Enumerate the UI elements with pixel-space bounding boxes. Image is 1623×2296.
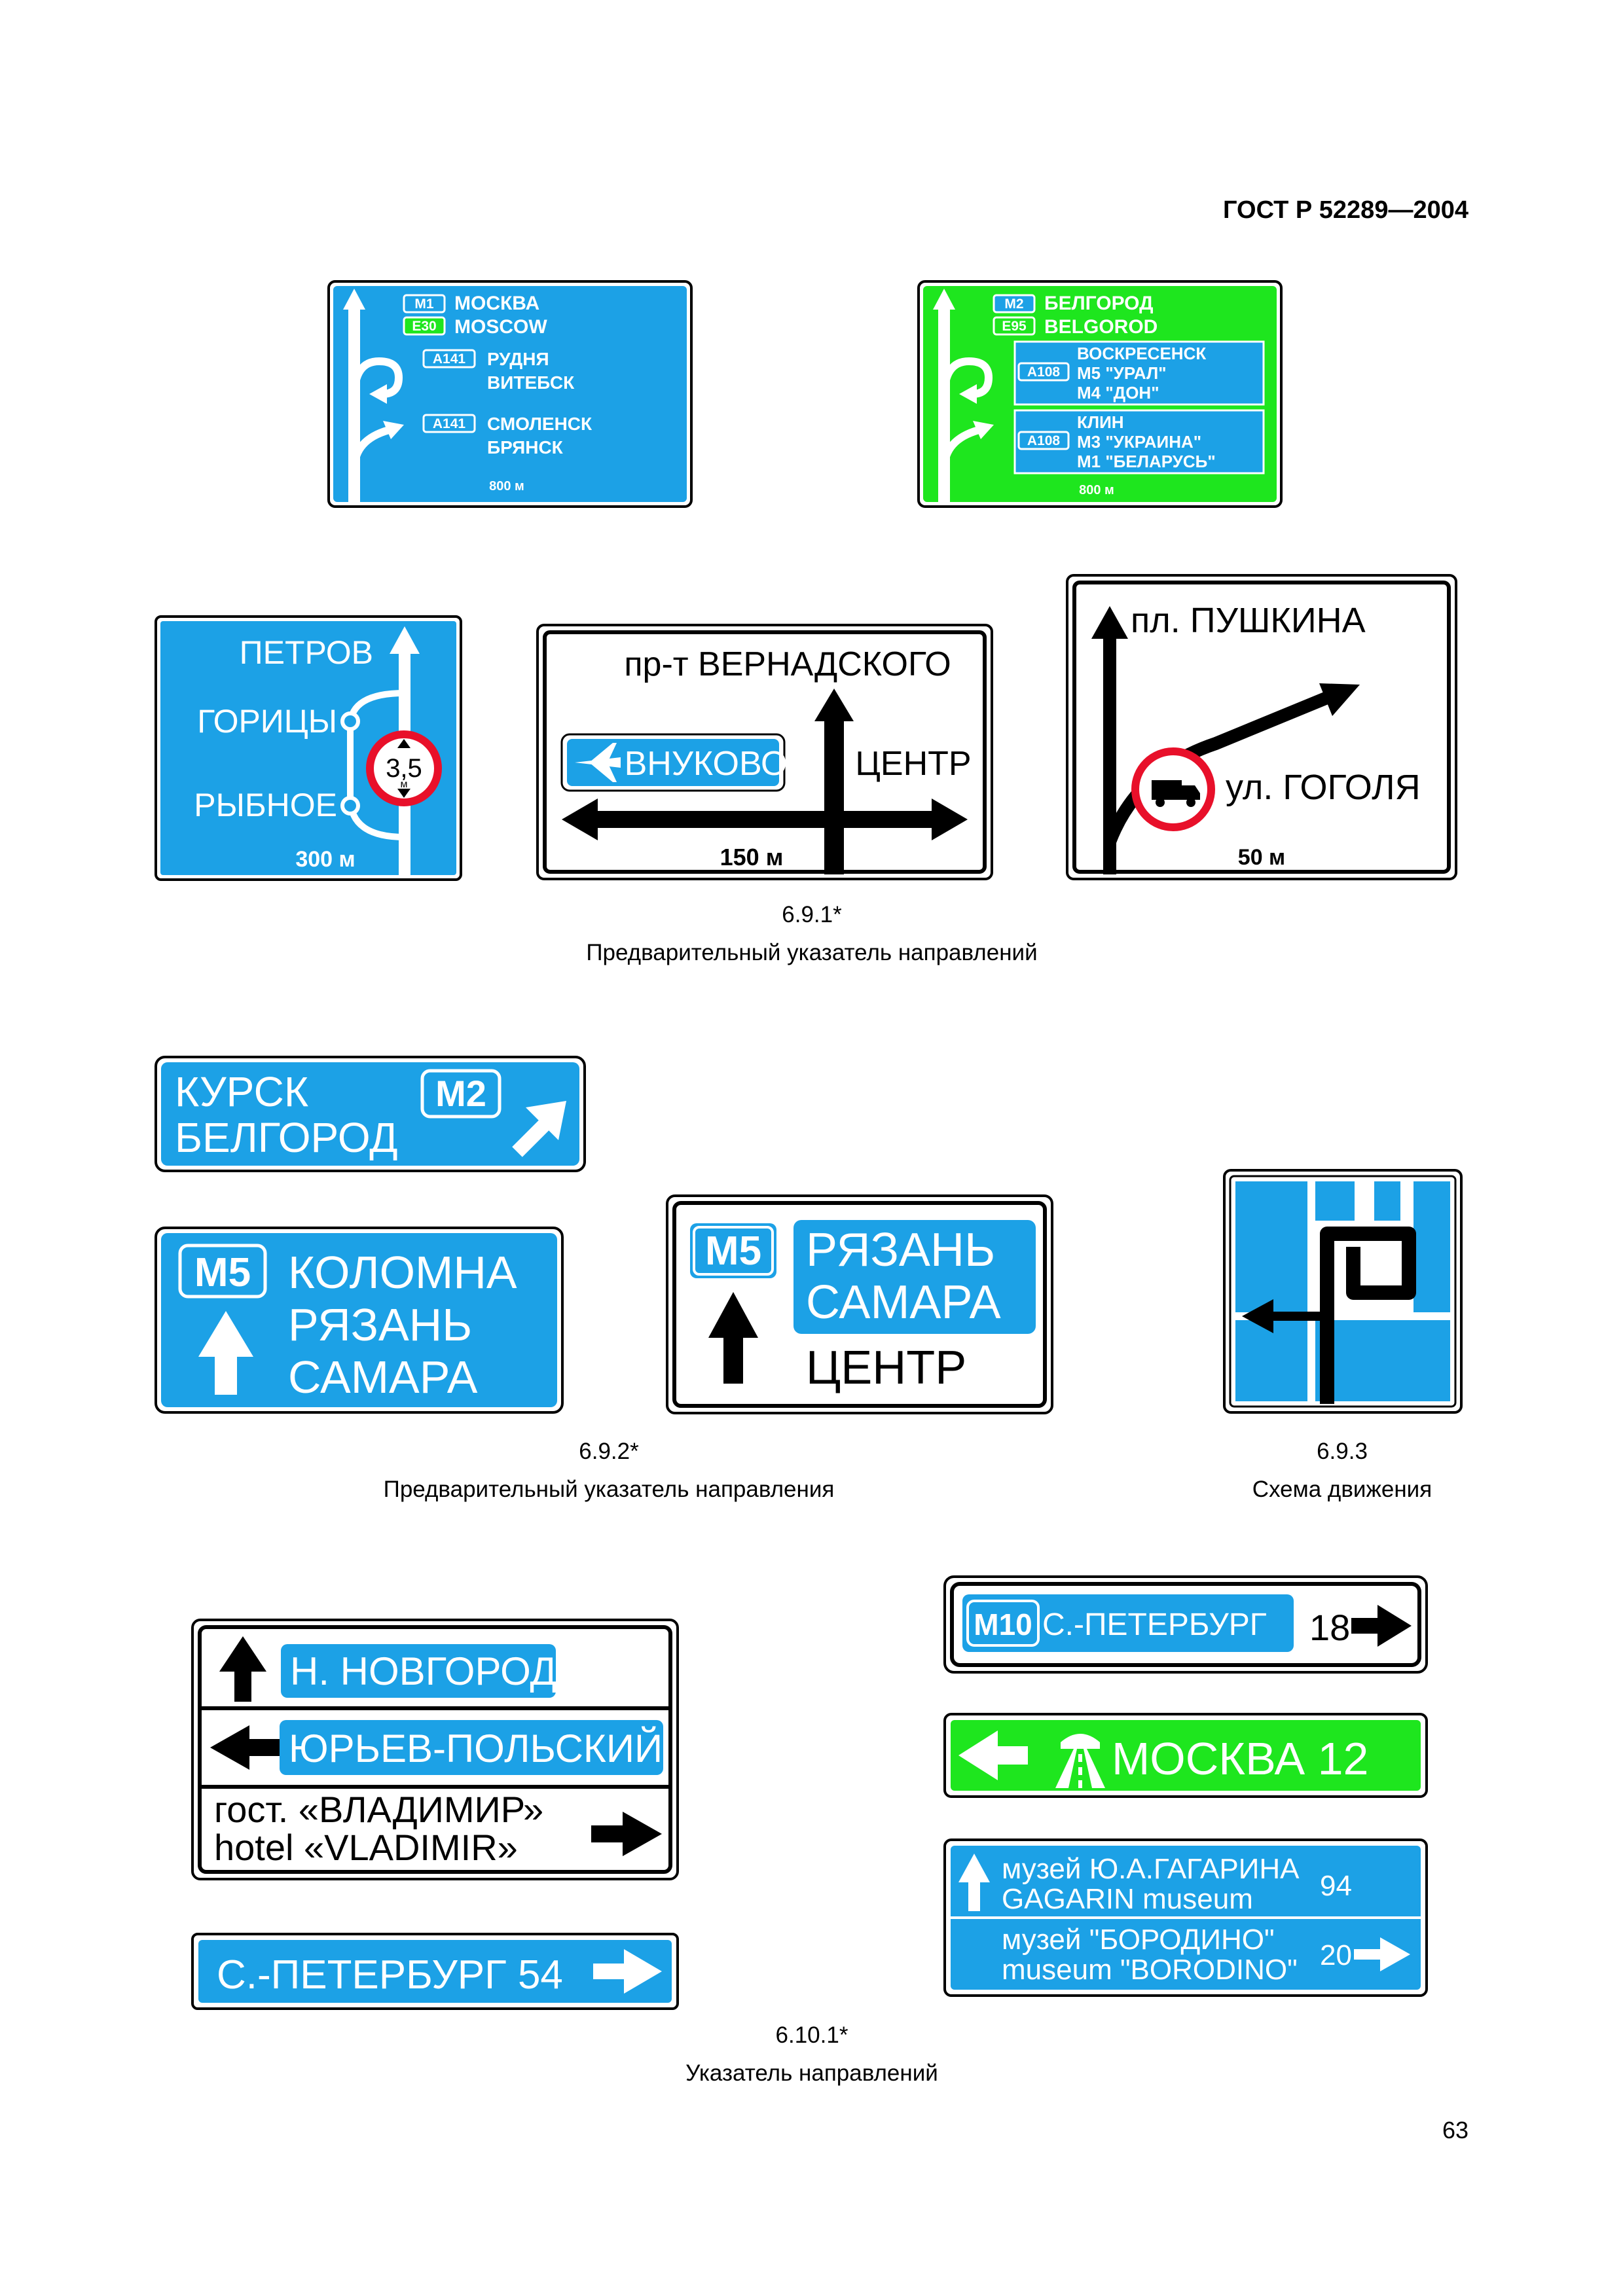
dest-vitebsk: ВИТЕБСК <box>487 372 575 393</box>
sign-6-10-1-e: музей Ю.А.ГАГАРИНА GAGARIN museum 94 муз… <box>943 1838 1429 1998</box>
sign-6-9-2-a: КУРСК БЕЛГОРОД М2 <box>154 1055 587 1173</box>
sign-6-9-1-d: пр-т ВЕРНАДСКОГО ВНУКОВО ЦЕНТР 150 м <box>536 623 994 881</box>
street-vernadskogo: пр-т ВЕРНАДСКОГО <box>624 645 951 683</box>
caption-6-9-2-number: 6.9.2* <box>579 1439 639 1464</box>
page-number: 63 <box>1442 2117 1468 2144</box>
dest-ryazan: РЯЗАНЬ <box>288 1299 472 1350</box>
dest-petrov: ПЕТРОВ <box>240 634 373 671</box>
dest-rybnoe: РЫБНОЕ <box>194 787 337 823</box>
dest-pushkina: пл. ПУШКИНА <box>1131 601 1366 640</box>
dest-belgorod-en: BELGOROD <box>1044 316 1158 338</box>
route-plate-m2: М2 <box>1004 296 1023 312</box>
sign-6-9-1-c: 3,5 м ПЕТРОВ ГОРИЦЫ РЫБНОЕ 300 м <box>154 615 463 882</box>
dest-vnukovo: ВНУКОВО <box>625 745 788 783</box>
dest-klin: КЛИН <box>1077 412 1124 432</box>
sign-6-10-1-c: М10 С.-ПЕТЕРБУРГ 18 <box>943 1575 1429 1674</box>
sign-6-9-2-c: М5 РЯЗАНЬ САМАРА ЦЕНТР <box>665 1194 1054 1415</box>
caption-6-9-3-title: Схема движения <box>1252 1477 1432 1502</box>
dest-tsentr: ЦЕНТР <box>855 745 971 783</box>
route-plate-a141: А141 <box>433 351 466 367</box>
caption-6-9-3-number: 6.9.3 <box>1317 1439 1368 1464</box>
dest-bryansk: БРЯНСК <box>487 437 564 457</box>
caption-6-9-2-title: Предварительный указатель направления <box>383 1477 835 1502</box>
museum-borodino-ru: музей "БОРОДИНО" <box>1002 1924 1275 1956</box>
dest-n-novgorod: Н. НОВГОРОД <box>290 1649 556 1693</box>
dest-ryazan: РЯЗАНЬ <box>806 1224 995 1276</box>
height-limit-value: 3,5 <box>386 754 422 783</box>
route-plate-a108-2: А108 <box>1027 433 1061 448</box>
height-limit-unit: м <box>401 779 408 790</box>
distance: 300 м <box>295 847 355 872</box>
route-plate-m10: М10 <box>974 1607 1032 1641</box>
dest-samara: САМАРА <box>288 1352 478 1403</box>
sign-6-9-2-b: М5 КОЛОМНА РЯЗАНЬ САМАРА <box>154 1226 564 1414</box>
dest-moscow-ru: МОСКВА <box>454 293 539 314</box>
standard-header: ГОСТ Р 52289—2004 <box>1223 196 1468 224</box>
distance-18: 18 <box>1309 1607 1350 1648</box>
caption-6-9-1-title: Предварительный указатель направлений <box>586 940 1038 965</box>
dest-rudnya: РУДНЯ <box>487 349 549 369</box>
dest-goritsy: ГОРИЦЫ <box>197 703 337 740</box>
dest-belgorod: БЕЛГОРОД <box>175 1114 398 1161</box>
sign-6-9-1-e: пл. ПУШКИНА ул. ГОГОЛЯ 50 м <box>1065 573 1458 881</box>
dest-moscow-en: MOSCOW <box>454 316 547 338</box>
sign-6-10-1-a: Н. НОВГОРОД ЮРЬЕВ-ПОЛЬСКИЙ гост. «ВЛАДИМ… <box>191 1618 680 1881</box>
museum-borodino-en: museum "BORODINO" <box>1002 1954 1298 1986</box>
distance-20: 20 <box>1320 1939 1352 1971</box>
sign-6-9-1-b: М2 Е95 БЕЛГОРОД BELGOROD А108 ВОСКРЕСЕНС… <box>917 279 1283 509</box>
dest-st-petersburg: С.-ПЕТЕРБУРГ <box>1042 1607 1267 1642</box>
route-plate-e30: Е30 <box>412 319 436 334</box>
sign-6-10-1-b: С.-ПЕТЕРБУРГ 54 <box>191 1932 680 2011</box>
route-plate-a108: А108 <box>1027 365 1061 380</box>
route-plate-m5: М5 <box>705 1229 761 1274</box>
hotel-vladimir-ru: гост. «ВЛАДИМИР» <box>214 1789 543 1830</box>
museum-gagarina-ru: музей Ю.А.ГАГАРИНА <box>1002 1853 1300 1885</box>
dest-moskva-12: МОСКВА 12 <box>1112 1733 1368 1784</box>
hotel-vladimir-en: hotel «VLADIMIR» <box>214 1827 518 1868</box>
dest-m1-belarus: М1 "БЕЛАРУСЬ" <box>1077 452 1216 471</box>
distance: 800 м <box>489 479 524 493</box>
dest-st-petersburg-54: С.-ПЕТЕРБУРГ 54 <box>217 1952 563 1998</box>
distance: 800 м <box>1079 483 1114 497</box>
dest-kolomna: КОЛОМНА <box>288 1247 517 1298</box>
dest-smolensk: СМОЛЕНСК <box>487 414 593 434</box>
dest-belgorod-ru: БЕЛГОРОД <box>1044 293 1154 314</box>
museum-gagarina-en: GAGARIN museum <box>1002 1883 1253 1915</box>
dest-m5-ural: М5 "УРАЛ" <box>1077 363 1167 383</box>
dest-voskresensk: ВОСКРЕСЕНСК <box>1077 344 1206 363</box>
sign-6-9-1-a: М1 Е30 МОСКВА MOSCOW А141 РУДНЯ ВИТЕБСК … <box>327 279 693 509</box>
sign-6-9-3 <box>1222 1168 1463 1414</box>
dest-m4-don: М4 "ДОН" <box>1077 383 1159 403</box>
route-plate-e95: Е95 <box>1002 319 1027 334</box>
caption-6-9-1-number: 6.9.1* <box>782 902 842 927</box>
dest-tsentr: ЦЕНТР <box>806 1342 966 1394</box>
distance: 50 м <box>1238 845 1285 870</box>
sign-6-10-1-d: МОСКВА 12 <box>943 1712 1429 1799</box>
distance-94: 94 <box>1320 1870 1352 1902</box>
caption-6-10-1-title: Указатель направлений <box>685 2060 938 2086</box>
route-plate-a141-2: А141 <box>433 416 466 431</box>
dest-gogolya: ул. ГОГОЛЯ <box>1226 768 1421 807</box>
dest-m3-ukraina: М3 "УКРАИНА" <box>1077 432 1201 452</box>
distance: 150 м <box>720 844 784 870</box>
route-plate-m2: М2 <box>435 1073 486 1114</box>
dest-yuryev-polsky: ЮРЬЕВ-ПОЛЬСКИЙ <box>289 1727 663 1770</box>
route-plate-m5: М5 <box>194 1250 251 1295</box>
caption-6-10-1-number: 6.10.1* <box>775 2022 848 2048</box>
route-plate-m1: М1 <box>414 296 433 312</box>
dest-samara: САМАРА <box>806 1276 1001 1329</box>
dest-kursk: КУРСК <box>175 1068 308 1115</box>
